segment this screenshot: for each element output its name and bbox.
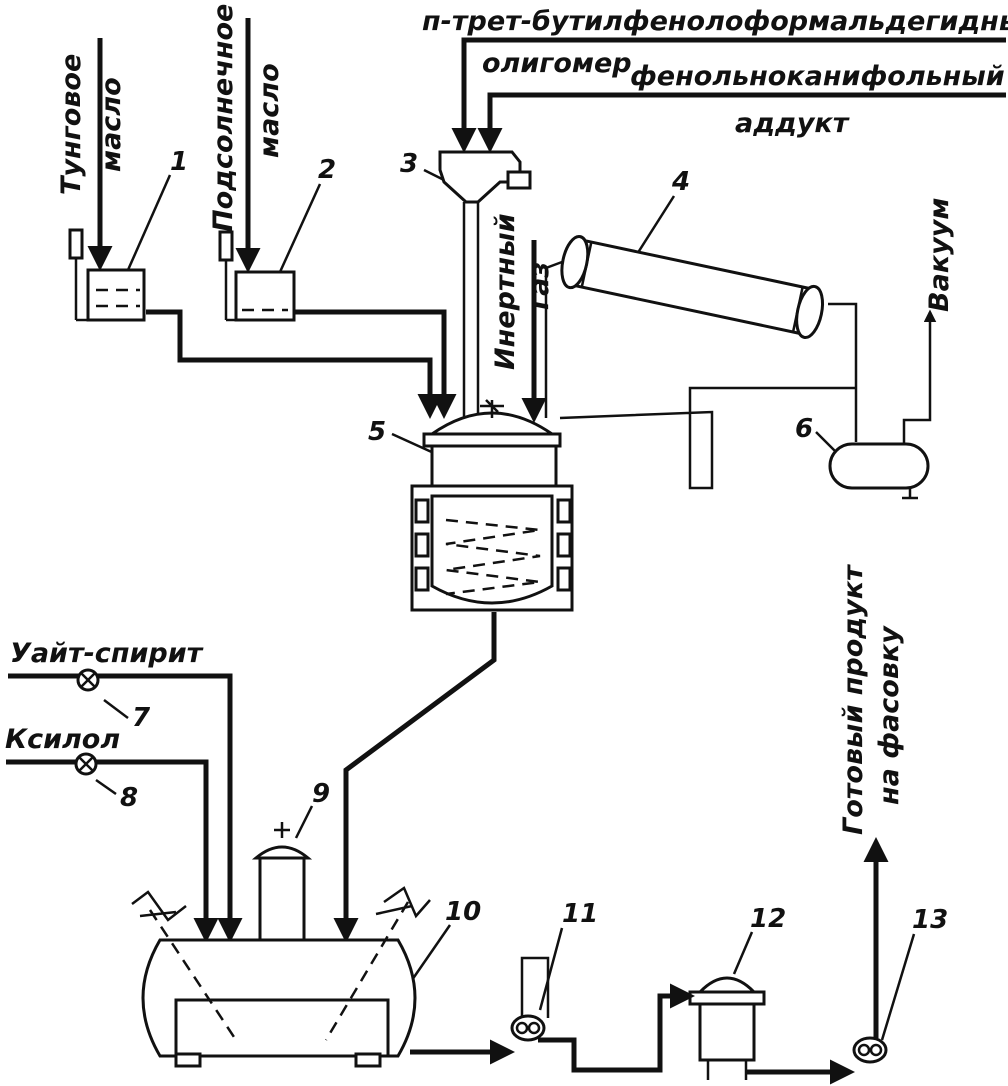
oligomer-feed-line xyxy=(451,37,1006,153)
svg-text:газ: газ xyxy=(524,262,555,310)
number-3: 3 xyxy=(400,149,418,179)
number-12: 12 xyxy=(750,904,786,934)
svg-text:Готовый продукт: Готовый продукт xyxy=(838,564,869,835)
number-2: 2 xyxy=(318,155,336,185)
dosing-hopper xyxy=(438,150,532,418)
number-7: 7 xyxy=(132,703,151,733)
number-4: 4 xyxy=(671,167,690,197)
label-sunflower-oil-2: масло xyxy=(254,63,285,158)
tung-oil-transfer-line xyxy=(146,309,443,419)
svg-text:на фасовку: на фасовку xyxy=(874,625,905,805)
label-white-spirit: Уайт-спирит xyxy=(10,638,204,669)
valve-8[interactable] xyxy=(74,752,98,776)
adduct-feed-line xyxy=(477,92,1006,153)
label-oligomer-2: олигомер xyxy=(482,48,632,79)
pump-13[interactable] xyxy=(852,1036,888,1064)
vacuum-receiver xyxy=(828,442,930,500)
number-11: 11 xyxy=(562,899,598,929)
return-line xyxy=(559,386,856,490)
vacuum-line xyxy=(902,309,937,444)
label-vacuum: Вакуум xyxy=(924,198,955,312)
white-spirit-line xyxy=(8,673,243,943)
reactor-discharge-line xyxy=(333,612,497,943)
svg-text:Вакуум: Вакуум xyxy=(924,198,955,312)
label-sunflower-oil: Подсолнечное xyxy=(208,4,239,232)
xylene-line xyxy=(6,759,219,943)
number-10: 10 xyxy=(445,897,481,927)
pump-11[interactable] xyxy=(510,1014,546,1042)
reflux-condenser xyxy=(560,235,825,340)
number-1: 1 xyxy=(170,147,188,177)
valve-7[interactable] xyxy=(76,668,100,692)
label-product: Готовый продукт xyxy=(838,564,869,835)
label-oligomer: п-трет-бутилфенолоформальдегидный xyxy=(422,6,1008,37)
number-8: 8 xyxy=(120,783,138,813)
svg-text:Тунговое: Тунговое xyxy=(56,54,87,195)
label-adduct-2: аддукт xyxy=(735,108,850,139)
sunflower-oil-tank xyxy=(218,230,296,322)
label-inert-gas-2: газ xyxy=(524,262,555,310)
tung-oil-tank xyxy=(68,228,146,322)
mixing-tank xyxy=(131,886,431,1068)
label-product-2: на фасовку xyxy=(874,625,905,805)
condensate-line xyxy=(828,302,858,442)
label-tung-oil: Тунговое xyxy=(56,54,87,195)
storage-vessel xyxy=(688,976,766,1080)
sunflower-oil-transfer-line xyxy=(294,309,457,419)
number-5: 5 xyxy=(368,417,386,447)
pump-11-bypass xyxy=(520,956,550,1018)
svg-text:масло: масло xyxy=(254,63,285,158)
svg-text:Подсолнечное: Подсолнечное xyxy=(208,4,239,232)
filter xyxy=(251,822,313,944)
number-6: 6 xyxy=(795,414,813,444)
vapor-line xyxy=(544,260,563,418)
label-adduct: фенольноканифольный xyxy=(630,61,1005,92)
label-xylene: Ксилол xyxy=(5,724,120,755)
leader-lines xyxy=(95,168,916,1041)
pump-11-to-vessel-12 xyxy=(538,983,695,1073)
number-9: 9 xyxy=(312,779,330,809)
label-inert-gas: Инертный xyxy=(490,213,521,370)
svg-text:Инертный: Инертный xyxy=(490,213,521,370)
reactor xyxy=(410,399,574,612)
number-13: 13 xyxy=(912,905,948,935)
